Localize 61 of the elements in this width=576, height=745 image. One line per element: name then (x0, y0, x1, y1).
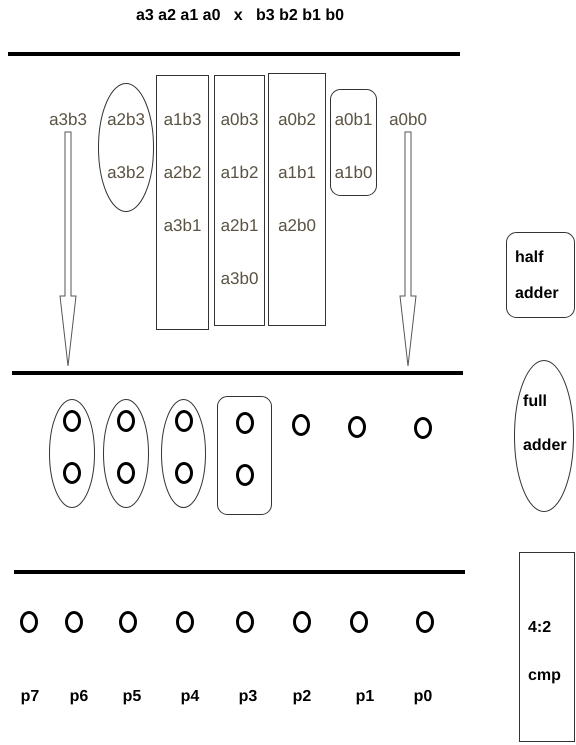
dot (20, 611, 38, 633)
group-box (268, 73, 326, 326)
partial-product: a3b1 (162, 216, 202, 236)
ellipse-group (49, 399, 95, 508)
dot (117, 462, 135, 484)
dot (65, 611, 83, 633)
dot (348, 416, 366, 438)
partial-product: a1b2 (220, 163, 260, 183)
output-bit-label: p1 (354, 688, 376, 706)
legend-text: 4:2 cmp (528, 618, 562, 686)
heading: a3 a2 a1 a0 x b3 b2 b1 b0 (134, 7, 346, 25)
dot (236, 412, 254, 434)
output-bit-label: p7 (20, 688, 40, 706)
partial-product: a3b0 (220, 269, 260, 289)
output-bit-label: p5 (122, 688, 142, 706)
partial-product: a2b3 (106, 110, 146, 130)
partial-product: a0b1 (334, 110, 374, 130)
dot (292, 414, 310, 436)
dot (416, 611, 434, 633)
ellipse-group (103, 399, 149, 508)
dot (236, 611, 254, 633)
partial-product: a3b2 (106, 163, 146, 183)
hollow-arrow (399, 132, 417, 366)
dot (174, 462, 192, 484)
dot (174, 410, 192, 432)
dot (63, 462, 81, 484)
partial-product: a2b0 (277, 216, 317, 236)
hollow-arrow (59, 132, 77, 366)
output-bit-label: p3 (238, 688, 258, 706)
dot (350, 611, 368, 633)
partial-product: a3b3 (48, 110, 88, 130)
group-box (156, 75, 209, 330)
rounded-group-box (217, 396, 272, 515)
key-ellipse (514, 360, 574, 512)
dot (117, 410, 135, 432)
ellipse-group (161, 399, 206, 508)
output-bit-label: p6 (68, 688, 90, 706)
partial-product: a0b0 (388, 110, 428, 130)
dot (119, 611, 137, 633)
dot (63, 410, 81, 432)
partial-product: a1b0 (334, 163, 374, 183)
partial-product: a1b3 (162, 110, 202, 130)
dot (236, 464, 254, 486)
output-bit-label: p2 (292, 688, 312, 706)
ellipse-group (98, 83, 154, 212)
dot (176, 611, 194, 633)
dot (293, 611, 311, 633)
partial-product: a2b1 (220, 216, 260, 236)
key-box (506, 232, 575, 318)
legend-text: full adder (523, 392, 567, 456)
partial-product: a2b2 (162, 163, 202, 183)
rounded-group-box (330, 89, 377, 196)
key-box (519, 552, 575, 742)
output-bit-label: p4 (180, 688, 200, 706)
group-box (214, 75, 265, 326)
partial-product: a0b3 (220, 110, 260, 130)
dot (414, 417, 432, 439)
output-bit-label: p0 (412, 688, 434, 706)
partial-product: a0b2 (277, 110, 317, 130)
legend-text: half adder (515, 248, 559, 304)
partial-product: a1b1 (277, 163, 317, 183)
